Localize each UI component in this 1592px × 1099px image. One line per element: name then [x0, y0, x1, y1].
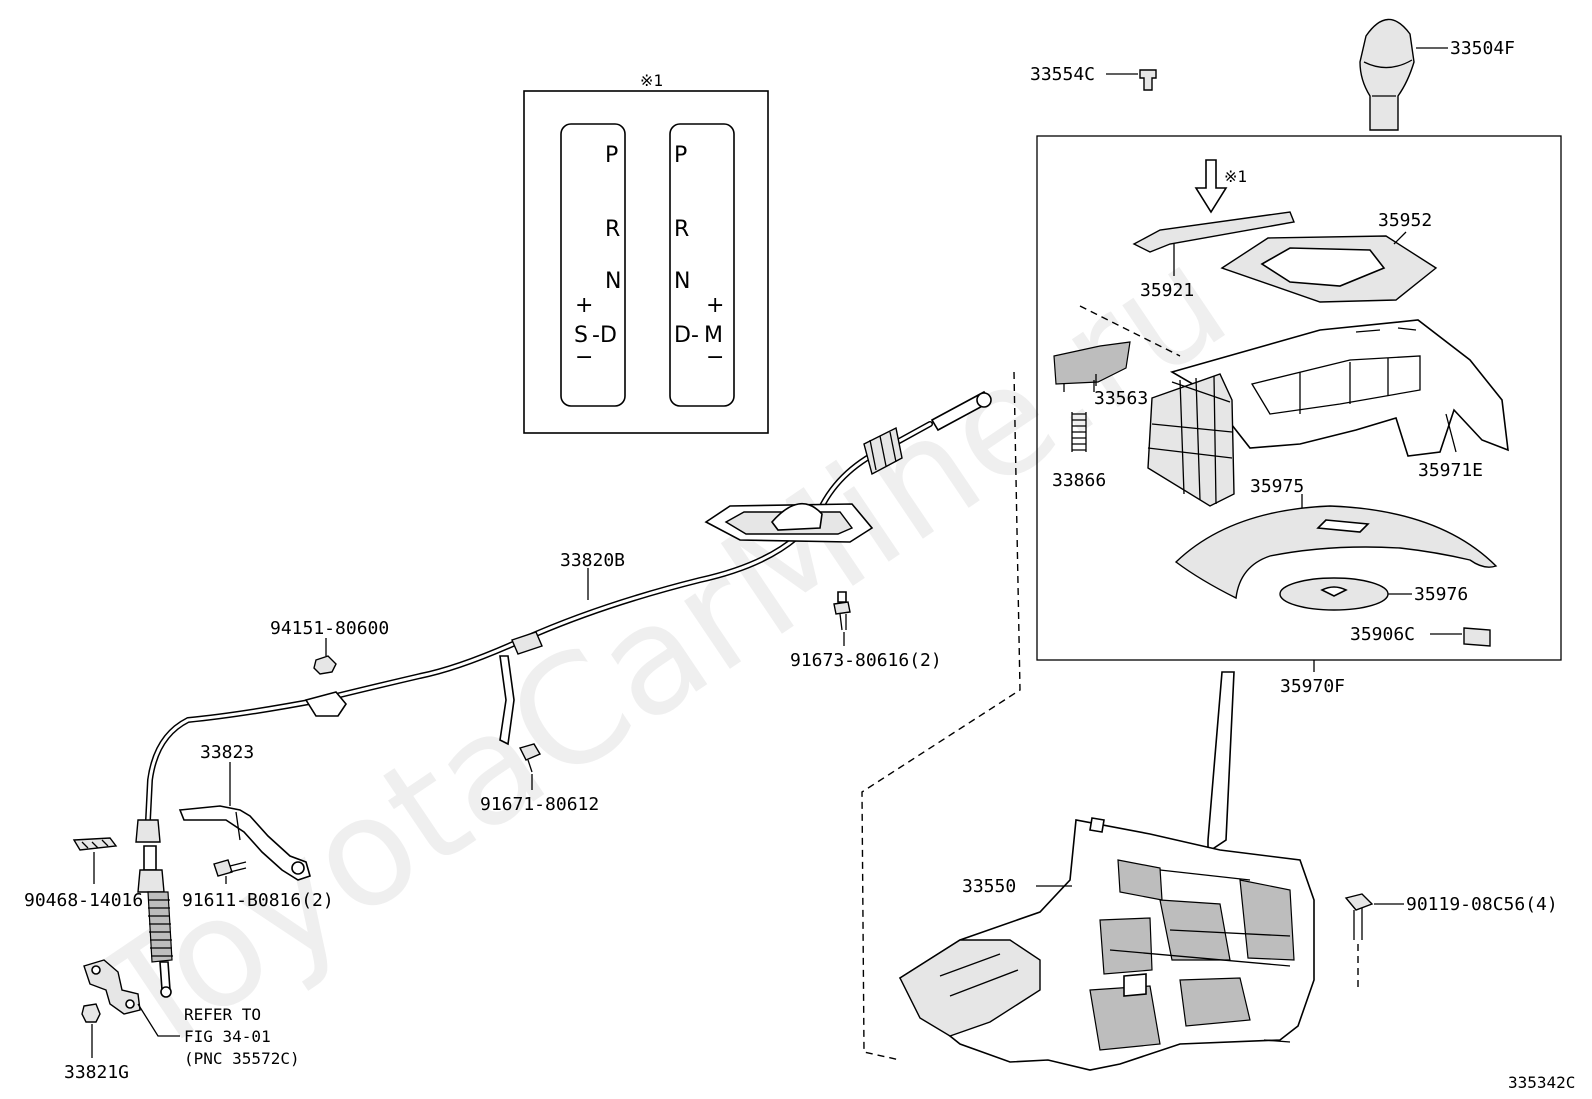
gate-left-minus: −: [575, 345, 593, 370]
gate-plate-right: [669, 123, 735, 407]
bolt-91611-B0816: 91611-B0816(2): [182, 859, 334, 911]
boot-35975: 35975: [1174, 476, 1498, 600]
bracket-33823: 33823: [178, 742, 311, 881]
label-91611-B0816: 91611-B0816(2): [182, 890, 334, 911]
nut-94151-80600: 94151-80600: [270, 618, 389, 675]
housing-35971E: 35971E: [1147, 319, 1509, 507]
shift-lever-33550: 33550: [898, 671, 1315, 1071]
gate-right-r: R: [674, 217, 689, 242]
bolt-91671-80612: 91671-80612: [480, 743, 599, 815]
gate-left-plus: +: [575, 293, 593, 318]
indicator-strip-35921: 35921: [1132, 211, 1295, 301]
arrow-marker: ※1: [1194, 159, 1247, 214]
label-91671-80612: 91671-80612: [480, 794, 599, 815]
gate-plate-left: [560, 123, 626, 407]
bolt-91673-80616: 91673-80616(2): [790, 591, 942, 671]
gate-right-plus: +: [706, 293, 724, 318]
label-35906C: 35906C: [1350, 624, 1415, 645]
lower-bracket: [83, 959, 180, 1037]
label-plate-35906C: 35906C: [1350, 624, 1491, 647]
refer-note: REFER TO FIG 34-01 (PNC 35572C): [184, 1005, 300, 1068]
gate-right-p: P: [674, 143, 687, 168]
shift-gate-inset: ※1 P R N + S -D − P R N + D- M −: [523, 71, 769, 434]
label-33504F: 33504F: [1450, 38, 1515, 59]
gate-left-s: S: [574, 323, 588, 348]
gate-right-minus: −: [706, 345, 724, 370]
label-35971E: 35971E: [1418, 460, 1483, 481]
label-91673-80616: 91673-80616(2): [790, 650, 942, 671]
assembly-box-35970F: [1036, 135, 1562, 661]
shift-knob: 33504F: [1359, 18, 1515, 131]
label-35975: 35975: [1250, 476, 1304, 497]
label-33554C: 33554C: [1030, 64, 1095, 85]
label-94151-80600: 94151-80600: [270, 618, 389, 639]
clip-33554C: 33554C: [1030, 64, 1157, 91]
label-33550: 33550: [962, 876, 1016, 897]
bolt-90119-08C56: 90119-08C56(4): [1344, 893, 1558, 990]
label-33866: 33866: [1052, 470, 1106, 491]
spring-33866: 33866: [1052, 412, 1106, 491]
gate-left-n: N: [605, 269, 621, 294]
gate-right-m: M: [704, 323, 723, 348]
label-35976: 35976: [1414, 584, 1468, 605]
gate-right-d: D-: [674, 323, 699, 348]
label-35970F: 35970F: [1280, 676, 1345, 697]
inset-marker: ※1: [640, 71, 663, 90]
arrow-marker-label: ※1: [1224, 167, 1247, 186]
clip-90468-14016: 90468-14016: [24, 837, 143, 911]
plate-35976: 35976: [1279, 577, 1468, 611]
refer-line3: (PNC 35572C): [184, 1049, 300, 1068]
refer-line2: FIG 34-01: [184, 1027, 271, 1046]
gate-left-p: P: [605, 143, 618, 168]
label-35921: 35921: [1140, 280, 1194, 301]
gate-left-d: -D: [592, 323, 617, 348]
indicator-plate-35952: 35952: [1220, 210, 1438, 303]
label-33563: 33563: [1094, 388, 1148, 409]
switch-33563: 33563: [1053, 341, 1148, 409]
nut-33821G: 33821G: [64, 1003, 129, 1083]
label-33823: 33823: [200, 742, 254, 763]
label-90468-14016: 90468-14016: [24, 890, 143, 911]
shift-cable-33820B: 33820B: [135, 390, 992, 998]
label-33820B: 33820B: [560, 550, 625, 571]
label-35952: 35952: [1378, 210, 1432, 231]
label-33821G: 33821G: [64, 1062, 129, 1083]
refer-line1: REFER TO: [184, 1005, 261, 1024]
figure-id: 335342C: [1508, 1073, 1575, 1092]
gate-right-n: N: [674, 269, 690, 294]
label-90119-08C56: 90119-08C56(4): [1406, 894, 1558, 915]
gate-left-r: R: [605, 217, 620, 242]
